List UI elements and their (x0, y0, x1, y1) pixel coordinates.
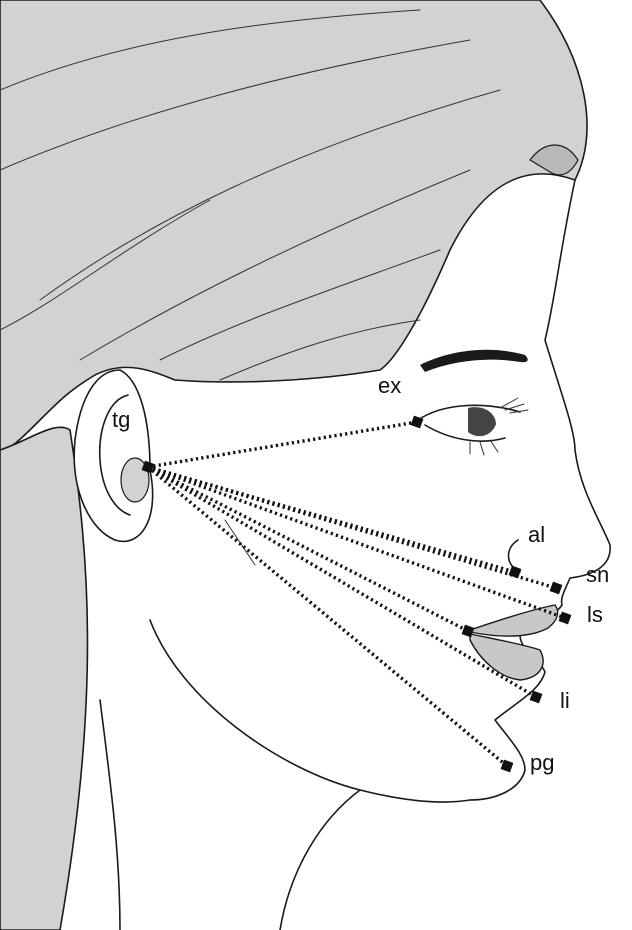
landmark-label-pg: pg (530, 750, 554, 775)
lower-lip (470, 634, 543, 680)
measure-line-tg-ls (148, 467, 565, 618)
neck-back-outline (100, 700, 120, 930)
measure-line-tg-li (148, 467, 536, 697)
landmark-label-tg: tg (112, 407, 130, 432)
landmark-label-li: li (560, 688, 570, 713)
eye-iris (468, 407, 496, 436)
neck-front-outline (280, 790, 360, 930)
landmark-label-al: al (528, 522, 545, 547)
jaw-outline (150, 620, 470, 802)
ear (74, 370, 152, 541)
measure-line-tg-ex (148, 422, 417, 467)
landmark-label-sn: sn (586, 562, 609, 587)
landmark-label-ls: ls (587, 602, 603, 627)
hair-back-neck (0, 427, 88, 930)
measure-line-tg-stomion (148, 467, 468, 631)
hair-region (0, 0, 587, 450)
landmark-marker-sn (550, 582, 563, 595)
measure-line-tg-pg (148, 467, 507, 766)
landmark-label-ex: ex (378, 373, 401, 398)
landmark-marker-ls (559, 612, 572, 625)
landmark-marker-al (509, 566, 522, 579)
face-profile-outline (470, 180, 610, 800)
landmark-markers (142, 416, 572, 773)
measure-line-tg-al (148, 467, 515, 572)
eyebrow (420, 350, 528, 372)
